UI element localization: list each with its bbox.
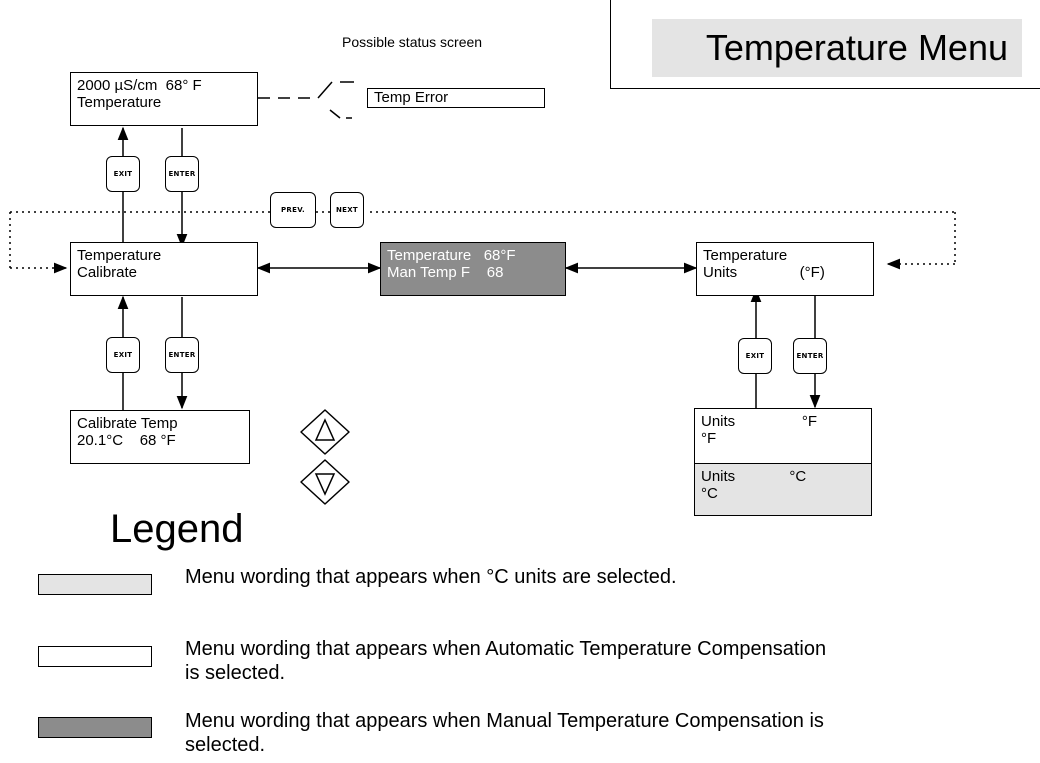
exit-key-icon: EXIT [106, 337, 140, 373]
enter-key-icon: ENTER [793, 338, 827, 374]
temperature-calibrate-line1: Temperature [77, 247, 162, 264]
units-f-line1: Units °F [701, 413, 818, 430]
units-f-line2: °F [701, 430, 717, 447]
temperature-units-box: Temperature Units (°F) [696, 242, 874, 296]
status-screen-label: Possible status screen [342, 34, 483, 50]
legend-swatch-automatic [38, 646, 152, 667]
temp-error-line1: Temp Error [374, 89, 449, 106]
units-c-line1: Units °C [701, 468, 807, 485]
units-c-line2: °C [701, 485, 718, 502]
arrow-keys-icon [300, 409, 350, 505]
exit-key-icon: EXIT [106, 156, 140, 192]
prev-key-icon: PREV. [270, 192, 316, 228]
manual-temp-line1: Temperature 68°F [387, 247, 516, 264]
legend-text-manual: Menu wording that appears when Manual Te… [185, 710, 824, 756]
temperature-units-line1: Temperature [703, 247, 788, 264]
next-key-icon: NEXT [330, 192, 364, 228]
legend-swatch-manual [38, 717, 152, 738]
temperature-calibrate-line2: Calibrate [77, 264, 138, 281]
calibrate-temp-line2: 20.1°C 68 °F [77, 432, 176, 449]
calibrate-temp-box: Calibrate Temp 20.1°C 68 °F [70, 410, 250, 464]
temperature-calibrate-box: Temperature Calibrate [70, 242, 258, 296]
status-error-dashed-link [258, 81, 354, 119]
temp-error-box: Temp Error [367, 88, 545, 108]
legend-swatch-celsius [38, 574, 152, 595]
exit-key-icon: EXIT [738, 338, 772, 374]
down-arrow-key-icon [300, 459, 350, 505]
manual-temp-box: Temperature 68°F Man Temp F 68 [380, 242, 566, 296]
status-screen-line2: Temperature [77, 94, 162, 111]
legend-text-celsius: Menu wording that appears when °C units … [185, 566, 677, 588]
page-title: Temperature Menu [652, 19, 1022, 77]
units-c-box: Units °C °C [694, 464, 872, 516]
legend-title: Legend [110, 507, 244, 551]
temperature-units-line2: Units (°F) [703, 264, 825, 281]
status-screen-line1: 2000 µS/cm 68° F [77, 77, 202, 94]
status-screen-box: 2000 µS/cm 68° F Temperature [70, 72, 258, 126]
up-arrow-key-icon [300, 409, 350, 455]
manual-temp-line2: Man Temp F 68 [387, 264, 504, 281]
enter-key-icon: ENTER [165, 156, 199, 192]
legend-text-automatic: Menu wording that appears when Automatic… [185, 638, 827, 684]
units-f-box: Units °F °F [694, 408, 872, 464]
calibrate-temp-line1: Calibrate Temp [77, 415, 178, 432]
enter-key-icon: ENTER [165, 337, 199, 373]
